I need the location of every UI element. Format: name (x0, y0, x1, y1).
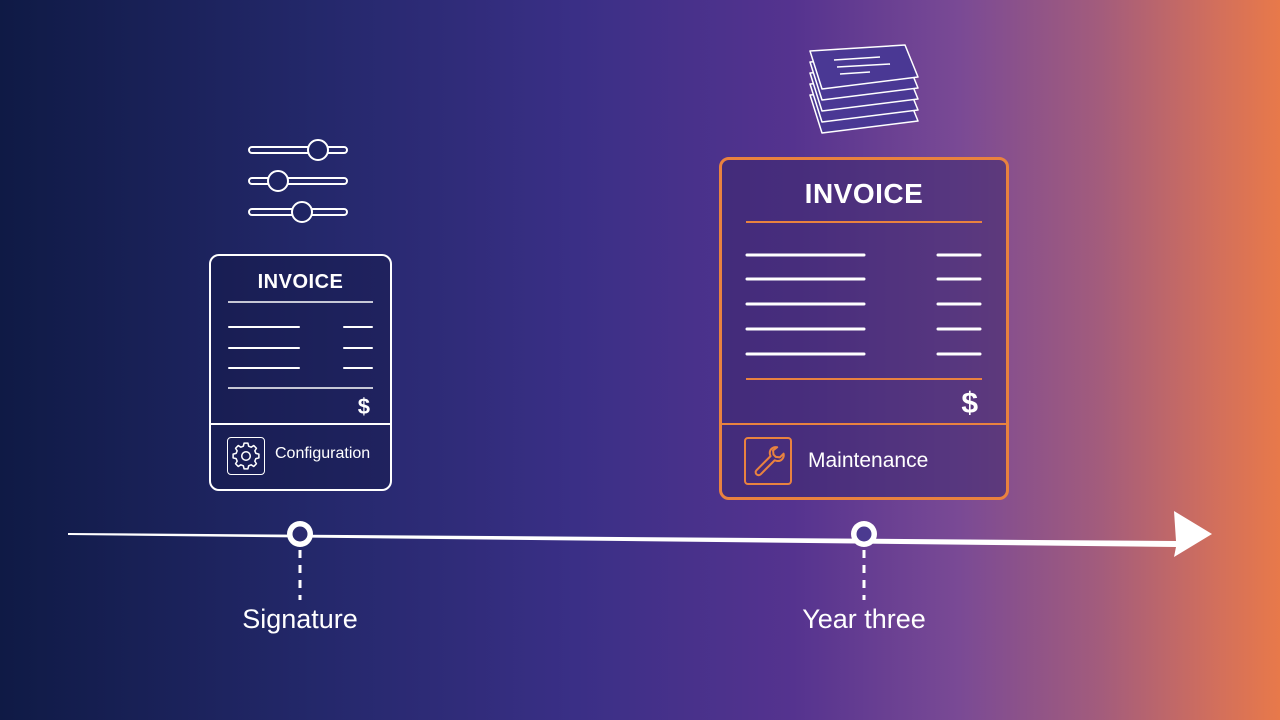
currency-symbol: $ (961, 387, 978, 420)
sliders-icon (248, 139, 348, 223)
invoice-title: INVOICE (257, 271, 344, 293)
wrench-icon (744, 437, 792, 485)
invoice-title: INVOICE (804, 178, 924, 209)
timeline-arrow (68, 511, 1212, 557)
gear-icon (227, 437, 265, 475)
milestone-label-signature: Signature (242, 604, 358, 634)
invoice-lines (745, 221, 982, 380)
configuration-invoice-card: INVOICE $ Configuration (209, 254, 392, 491)
card-footer: Maintenance (722, 423, 1006, 497)
maintenance-invoice-card: INVOICE $ Maintenance (719, 157, 1009, 500)
document-stack-icon (809, 44, 919, 134)
invoice-lines (228, 301, 373, 389)
currency-symbol: $ (357, 394, 370, 419)
milestone-label-year-three: Year three (802, 604, 926, 634)
card-footer: Configuration (211, 423, 390, 489)
maintenance-label: Maintenance (808, 449, 929, 472)
configuration-label: Configuration (275, 445, 371, 462)
